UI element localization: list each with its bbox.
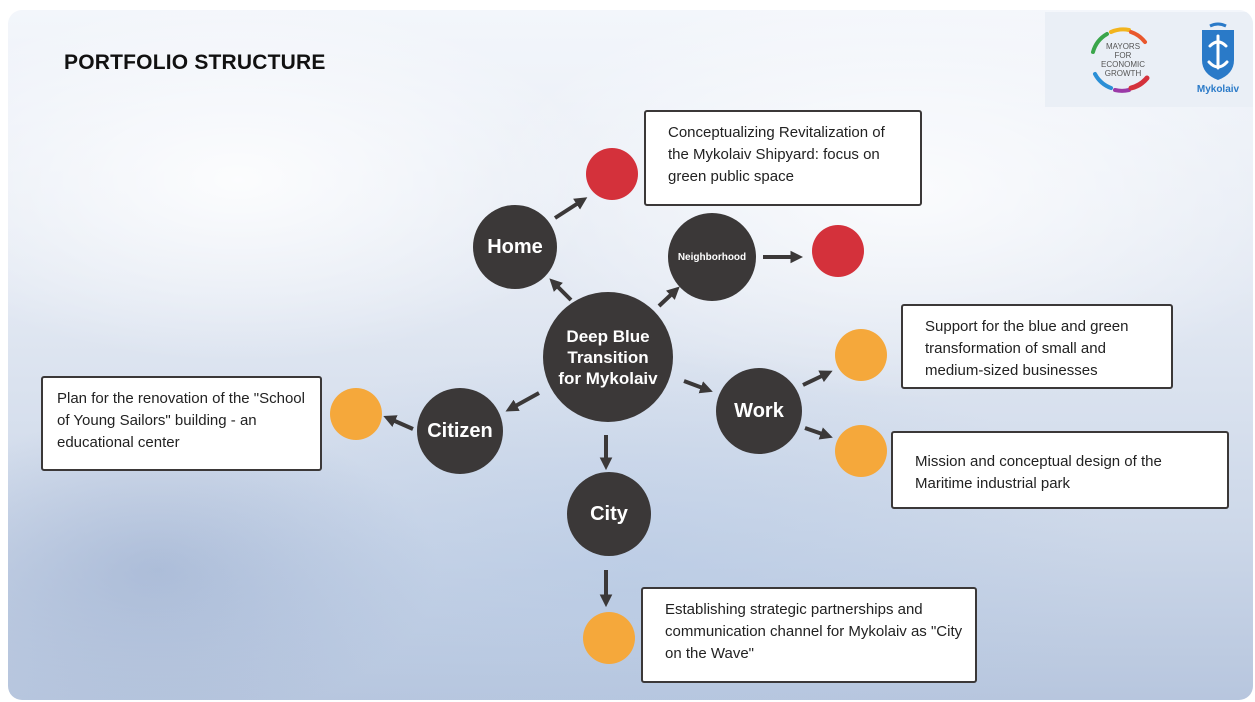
- slide: PORTFOLIO STRUCTURE MAYORS FOR ECONOMIC …: [8, 10, 1253, 700]
- shipyard-box: Conceptualizing Revitalization of the My…: [644, 110, 922, 206]
- orange-dot-city: [583, 612, 635, 664]
- arrow-work-to-lower-orange-dot: [804, 426, 833, 440]
- home-node-label: Home: [487, 235, 543, 258]
- meg-logo-text: MAYORS FOR ECONOMIC GROWTH: [1101, 42, 1145, 78]
- city-node-label: City: [590, 502, 628, 525]
- arrow-center-to-neighborhood: [657, 286, 680, 308]
- maritime-box: Mission and conceptual design of the Mar…: [891, 431, 1229, 509]
- arrow-citizen-to-orange-dot: [383, 415, 414, 431]
- mykolaiv-coat-of-arms-icon: [1202, 22, 1234, 80]
- red-dot-home: [586, 148, 638, 200]
- neighborhood-node-label: Neighborhood: [677, 251, 747, 263]
- citizen-node: Citizen: [417, 388, 503, 474]
- mayors-economic-growth-logo: [1091, 27, 1150, 93]
- arrow-work-to-upper-orange-dot: [802, 370, 833, 387]
- home-node: Home: [473, 205, 557, 289]
- orange-dot-work-lower: [835, 425, 887, 477]
- arrow-center-to-citizen: [505, 391, 540, 412]
- arrow-center-to-work: [683, 379, 713, 394]
- arrow-home-to-red-dot: [553, 197, 588, 220]
- mykolaiv-logo-text: Mykolaiv: [1196, 84, 1240, 95]
- work-node-label: Work: [734, 399, 784, 422]
- page-title: PORTFOLIO STRUCTURE: [64, 51, 326, 74]
- orange-dot-work-upper: [835, 329, 887, 381]
- center-node: Deep Blue Transition for Mykolaiv: [543, 292, 673, 422]
- red-dot-neighborhood: [812, 225, 864, 277]
- orange-dot-citizen: [330, 388, 382, 440]
- center-node-label: Deep Blue Transition for Mykolaiv: [558, 326, 658, 388]
- neighborhood-node: Neighborhood: [668, 213, 756, 301]
- citizen-node-label: Citizen: [427, 419, 493, 442]
- logo-panel: MAYORS FOR ECONOMIC GROWTH Mykolaiv: [1045, 12, 1253, 107]
- city-node: City: [567, 472, 651, 556]
- support-box: Support for the blue and green transform…: [901, 304, 1173, 389]
- school-box: Plan for the renovation of the "School o…: [41, 376, 322, 471]
- work-node: Work: [716, 368, 802, 454]
- connector-arrows: [383, 197, 833, 608]
- arrow-center-to-home: [549, 278, 573, 302]
- partnerships-box: Establishing strategic partnerships and …: [641, 587, 977, 683]
